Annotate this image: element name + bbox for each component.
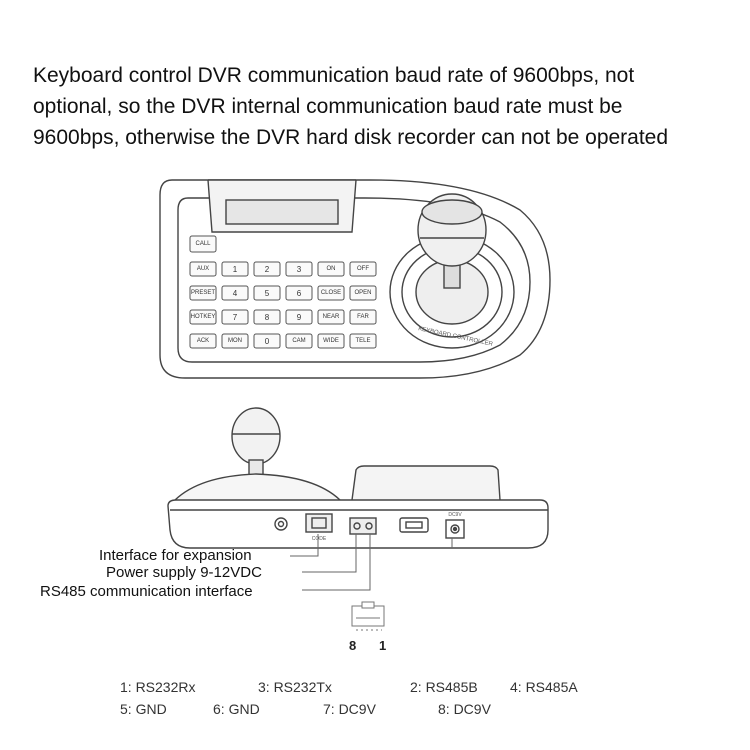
rear-joystick-dome [174, 473, 341, 501]
key-label: CAM [292, 338, 305, 344]
key-tele[interactable] [349, 333, 377, 349]
key-label: HOTKEY [191, 314, 216, 320]
pin-7-label: 7: DC9V [323, 701, 376, 717]
key-label: OPEN [354, 290, 371, 296]
key-preset[interactable] [189, 285, 217, 301]
rear-joystick-knob [231, 407, 281, 465]
key-3[interactable] [285, 261, 313, 277]
pin-4-label: 4: RS485A [510, 679, 578, 695]
leader-expansion [290, 534, 319, 557]
key-near[interactable] [317, 309, 345, 325]
port-dc-label: DC9V [448, 512, 462, 518]
key-9[interactable] [285, 309, 313, 325]
key-label: 9 [297, 313, 302, 322]
key-close[interactable] [317, 285, 345, 301]
key-label: FAR [357, 314, 369, 320]
key-label: NEAR [323, 314, 340, 320]
key-ack[interactable] [189, 333, 217, 349]
key-label: ON [327, 266, 336, 272]
key-cam[interactable] [285, 333, 313, 349]
lcd-display [225, 199, 339, 225]
key-label: 7 [233, 313, 238, 322]
pin-5-label: 5: GND [120, 701, 167, 717]
rear-display-hump [351, 465, 501, 501]
key-label: PRESET [191, 290, 215, 296]
key-label: 1 [233, 265, 238, 274]
header-line-2: optional, so the DVR internal communicat… [33, 95, 623, 118]
key-6[interactable] [285, 285, 313, 301]
key-open[interactable] [349, 285, 377, 301]
pin-1-label: 1: RS232Rx [120, 679, 196, 695]
key-wide[interactable] [317, 333, 345, 349]
key-label: 4 [233, 289, 238, 298]
key-label: OFF [357, 266, 369, 272]
key-7[interactable] [221, 309, 249, 325]
callout-expansion: Interface for expansion [99, 547, 252, 564]
key-label: TELE [355, 338, 370, 344]
key-mon[interactable] [221, 333, 249, 349]
key-label: WIDE [323, 338, 339, 344]
rj45-connector-icon [351, 601, 385, 631]
power-switch[interactable] [399, 517, 429, 533]
callout-rs485: RS485 communication interface [40, 583, 253, 600]
key-aux[interactable] [189, 261, 217, 277]
pin-8-label: 8: DC9V [438, 701, 491, 717]
keypad-labels: CALL AUX 1 2 3 ON OFF PRESET 4 5 6 CLOSE… [191, 241, 372, 346]
key-call[interactable] [189, 235, 217, 253]
key-label: CALL [195, 241, 211, 247]
header-line-3: 9600bps, otherwise the DVR hard disk rec… [33, 126, 669, 149]
speaker-icon [274, 517, 288, 531]
terminal-block[interactable] [349, 517, 377, 535]
key-label: 2 [265, 265, 270, 274]
keyboard-body-outline [159, 179, 551, 379]
keypad [189, 235, 377, 349]
pin-6-label: 6: GND [213, 701, 260, 717]
key-label: 6 [297, 289, 302, 298]
rear-body-outline [167, 499, 549, 549]
key-1[interactable] [221, 261, 249, 277]
dc-jack[interactable] [445, 519, 465, 539]
leader-rs485 [302, 534, 371, 591]
pin-2-label: 2: RS485B [410, 679, 478, 695]
key-hotkey[interactable] [189, 309, 217, 325]
key-label: 3 [297, 265, 302, 274]
key-0[interactable] [253, 333, 281, 349]
key-off[interactable] [349, 261, 377, 277]
leader-power [302, 534, 357, 573]
key-on[interactable] [317, 261, 345, 277]
key-label: MON [228, 338, 242, 344]
connector-pin-right: 1 [379, 638, 386, 653]
pin-3-label: 3: RS232Tx [258, 679, 332, 695]
key-4[interactable] [221, 285, 249, 301]
callout-power: Power supply 9-12VDC [106, 564, 262, 581]
expansion-port[interactable] [305, 513, 333, 533]
header-text: Keyboard control DVR communication baud … [33, 60, 733, 153]
connector-pin-left: 8 [349, 638, 356, 653]
keyboard-rear-view [167, 407, 549, 549]
key-8[interactable] [253, 309, 281, 325]
callout-leaders [290, 534, 453, 591]
key-label: 8 [265, 313, 270, 322]
keyboard-top-view [159, 179, 551, 379]
key-label: 0 [265, 337, 270, 346]
port-code-label: CODE [312, 536, 327, 542]
key-label: AUX [197, 266, 209, 272]
key-far[interactable] [349, 309, 377, 325]
key-label: 5 [265, 289, 270, 298]
key-label: CLOSE [321, 290, 341, 296]
key-label: ACK [197, 338, 209, 344]
key-5[interactable] [253, 285, 281, 301]
header-line-1: Keyboard control DVR communication baud … [33, 64, 635, 87]
key-2[interactable] [253, 261, 281, 277]
